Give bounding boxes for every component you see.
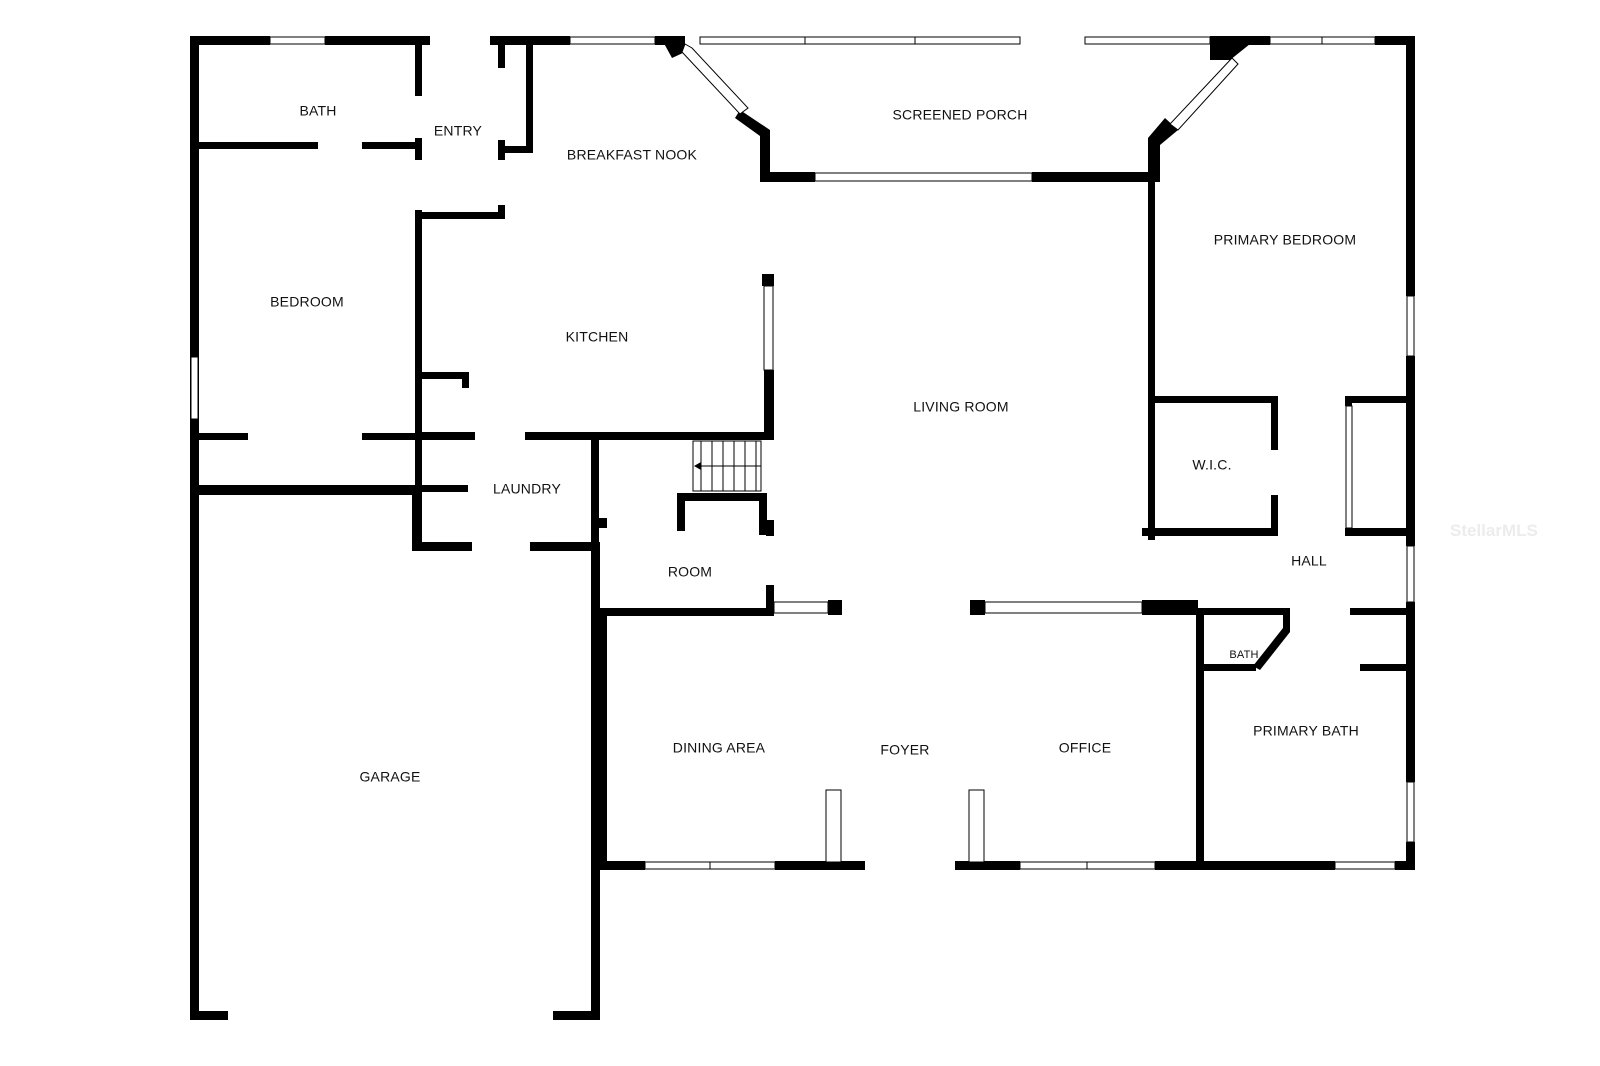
label-laundry: LAUNDRY bbox=[493, 481, 562, 497]
closet-shelf-hall bbox=[1345, 405, 1353, 529]
label-bedroom: BEDROOM bbox=[270, 294, 344, 310]
label-room: ROOM bbox=[668, 564, 712, 580]
window-porch-angled-right bbox=[1169, 57, 1239, 131]
label-primary-bedroom: PRIMARY BEDROOM bbox=[1214, 232, 1357, 248]
foyer-column-right bbox=[968, 789, 985, 863]
label-living-room: LIVING ROOM bbox=[913, 399, 1009, 415]
window-right-bedroom bbox=[1406, 295, 1415, 357]
label-wic: W.I.C. bbox=[1192, 457, 1231, 473]
label-bath: BATH bbox=[299, 103, 336, 119]
window-bottom-bath bbox=[1334, 861, 1396, 870]
window-kitchen-pass bbox=[763, 285, 774, 371]
foyer-column-left bbox=[825, 789, 842, 863]
window-bottom-office bbox=[1019, 861, 1156, 870]
label-hall: HALL bbox=[1291, 553, 1327, 569]
window-left-bedroom bbox=[190, 356, 199, 420]
label-foyer: FOYER bbox=[880, 742, 929, 758]
label-kitchen: KITCHEN bbox=[566, 329, 629, 345]
label-office: OFFICE bbox=[1059, 740, 1112, 756]
label-screened-porch: SCREENED PORCH bbox=[892, 107, 1027, 123]
window-top-porch-right bbox=[1084, 36, 1211, 45]
windows bbox=[190, 36, 1415, 870]
window-porch-bottom bbox=[814, 172, 1033, 182]
label-dining-area: DINING AREA bbox=[673, 740, 766, 756]
stair-arrow-icon bbox=[694, 462, 701, 470]
window-living-right bbox=[984, 601, 1143, 614]
window-right-hall bbox=[1406, 545, 1415, 603]
window-top-bath bbox=[269, 36, 326, 45]
room-labels: BATH ENTRY BREAKFAST NOOK SCREENED PORCH… bbox=[270, 103, 1359, 785]
watermark-logo: StellarMLS bbox=[1450, 521, 1538, 540]
label-garage: GARAGE bbox=[359, 769, 420, 785]
window-top-nook bbox=[569, 36, 656, 45]
label-primary-bath: PRIMARY BATH bbox=[1253, 723, 1359, 739]
label-bath-small: BATH bbox=[1229, 649, 1258, 661]
window-bottom-dining bbox=[644, 861, 776, 870]
window-top-porch bbox=[699, 36, 1021, 45]
label-breakfast-nook: BREAKFAST NOOK bbox=[567, 147, 698, 163]
label-entry: ENTRY bbox=[434, 123, 483, 139]
stairs bbox=[692, 440, 762, 492]
interior-walls bbox=[190, 36, 1415, 868]
window-room-bottom bbox=[773, 601, 829, 614]
window-right-bath bbox=[1406, 781, 1415, 843]
window-top-bedroom bbox=[1269, 36, 1376, 45]
window-porch-angled-left bbox=[681, 43, 749, 115]
